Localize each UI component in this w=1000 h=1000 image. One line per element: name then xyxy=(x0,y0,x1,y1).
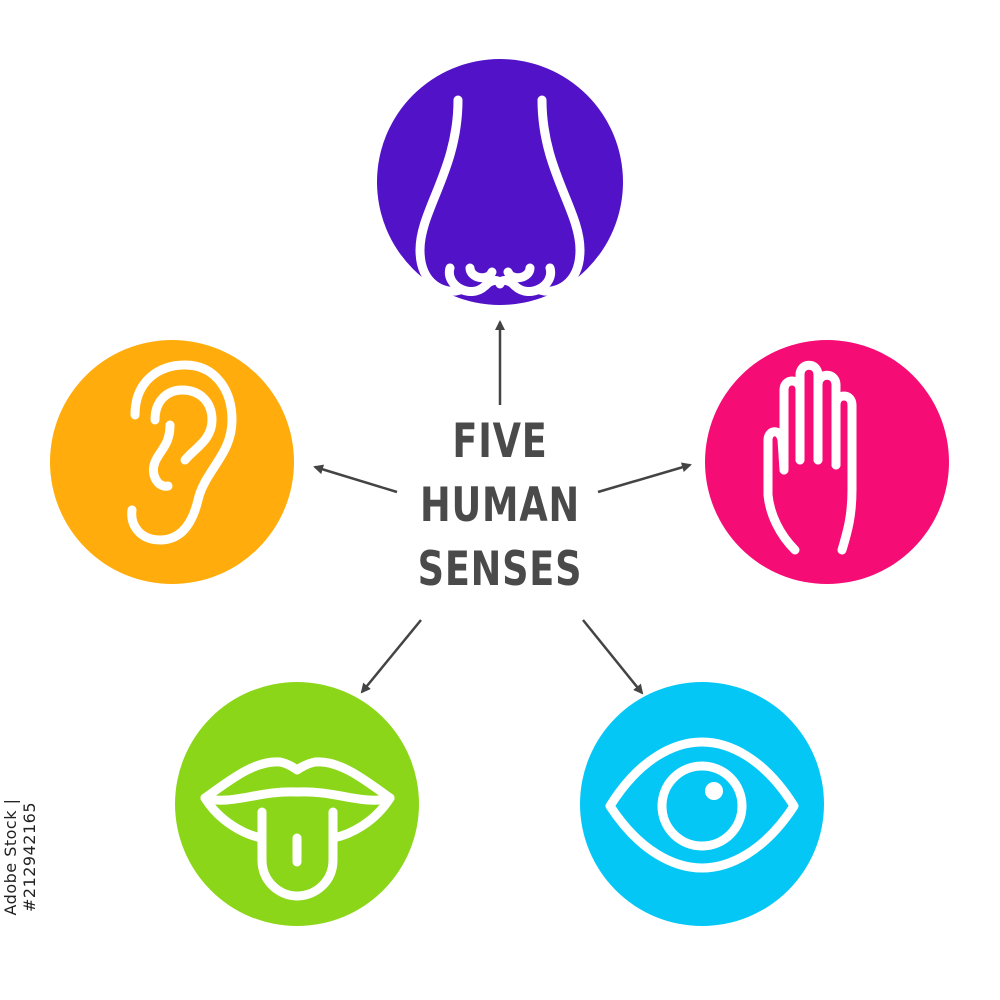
title-line-2: HUMAN xyxy=(420,478,580,533)
hearing-sense xyxy=(50,340,294,584)
arrow-to-sight xyxy=(582,619,644,695)
title-line-3: SENSES xyxy=(417,542,583,597)
smell-sense xyxy=(377,59,623,305)
sight-circle xyxy=(580,682,824,926)
nose-icon xyxy=(415,95,585,296)
touch-sense xyxy=(705,340,949,584)
eye-icon xyxy=(605,737,799,873)
taste-circle xyxy=(175,682,419,926)
smell-circle xyxy=(377,59,623,305)
ear-icon xyxy=(127,360,237,545)
touch-circle xyxy=(705,340,949,584)
arrow-to-touch xyxy=(597,462,692,494)
stock-id-watermark: Adobe Stock | #212942165 xyxy=(1,798,39,916)
arrow-to-taste xyxy=(360,619,422,694)
hearing-circle xyxy=(50,340,294,584)
hand-icon xyxy=(763,360,857,555)
taste-sense xyxy=(175,682,419,926)
arrow-to-hearing xyxy=(313,464,398,494)
diagram-title: FIVE HUMAN SENSES xyxy=(360,410,640,602)
title-line-1: FIVE xyxy=(452,414,548,469)
sight-sense xyxy=(580,682,824,926)
mouth-tongue-icon xyxy=(200,757,395,901)
